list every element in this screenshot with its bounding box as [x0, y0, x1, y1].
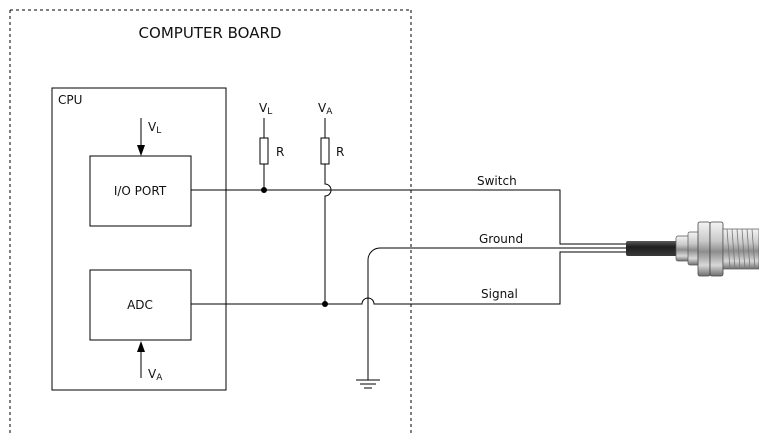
resistor-left-label: R [276, 145, 284, 159]
resistor-right-label: R [336, 145, 344, 159]
switch-wire [191, 189, 630, 245]
cpu-vl-label: VL [148, 120, 161, 136]
va-supply-arrow [137, 341, 145, 378]
adc-box [89, 269, 192, 341]
cpu-label: CPU [58, 93, 82, 107]
resistor-right [320, 137, 330, 165]
switch-label: Switch [477, 174, 517, 188]
pullup-right-supply-label: VA [318, 101, 333, 117]
resistor-left [259, 137, 269, 165]
pullup-left-supply-label: VL [259, 101, 272, 117]
signal-label: Signal [481, 287, 518, 301]
cpu-va-label: VA [148, 367, 163, 383]
pullup-right-bottom-wire [324, 164, 332, 304]
ground-wire [367, 247, 630, 380]
board-title: COMPUTER BOARD [139, 24, 282, 42]
signal-wire [191, 251, 630, 305]
vl-supply-arrow [137, 118, 145, 156]
computer-board-outline [9, 9, 412, 435]
cpu-box [51, 87, 227, 391]
adc-label: ADC [127, 298, 153, 312]
ground-label: Ground [479, 232, 523, 246]
sensor-with-cable [626, 221, 759, 277]
ground-symbol [356, 379, 380, 389]
io-port-label: I/O PORT [114, 184, 167, 198]
io-port-box [89, 155, 192, 227]
